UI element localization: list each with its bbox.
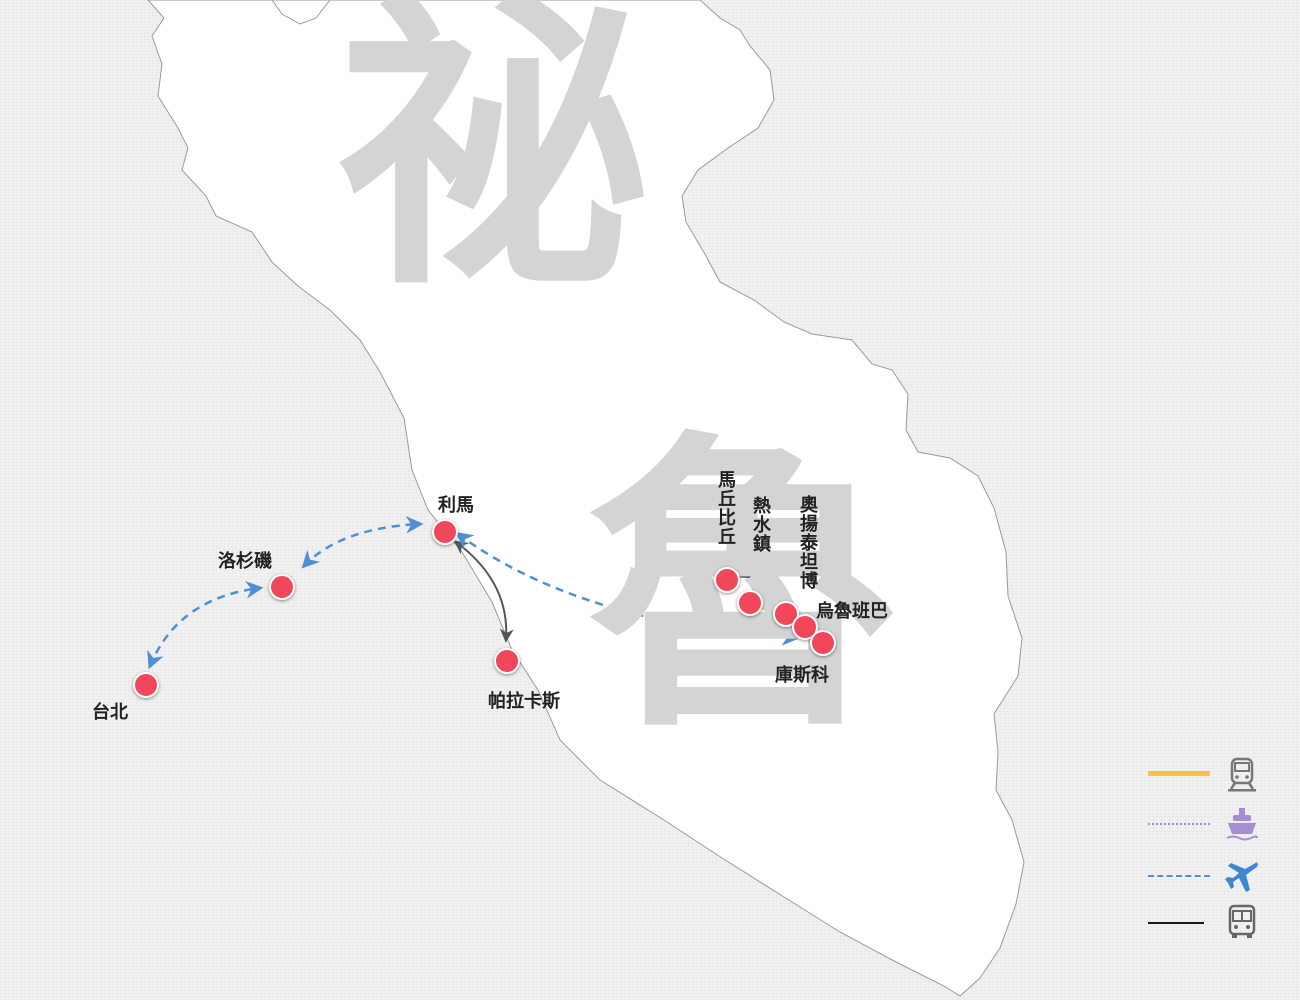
airplane-icon bbox=[1225, 862, 1258, 892]
city-label-urubamba: 烏魯班巴 bbox=[816, 601, 888, 622]
ship-icon bbox=[1226, 808, 1258, 841]
city-marker-taipei[interactable] bbox=[133, 672, 159, 698]
legend-row-cruise bbox=[1148, 804, 1268, 844]
city-label-taipei: 台北 bbox=[92, 702, 128, 723]
peru-landmass bbox=[147, 0, 1025, 997]
legend-row-train bbox=[1148, 754, 1268, 794]
legend-row-bus bbox=[1148, 902, 1268, 942]
city-marker-paracas[interactable] bbox=[494, 648, 520, 674]
city-label-paracas: 帕拉卡斯 bbox=[488, 691, 560, 712]
legend-line-flight bbox=[1148, 875, 1210, 877]
city-label-machu-picchu: 馬丘比丘 bbox=[715, 470, 736, 546]
city-marker-cusco[interactable] bbox=[810, 630, 836, 656]
country-name-char-1: 祕 bbox=[338, 0, 648, 327]
flight-route-los-angeles-lima bbox=[301, 515, 424, 569]
city-marker-lima[interactable] bbox=[432, 519, 458, 545]
train-icon bbox=[1228, 757, 1256, 792]
legend-row-flight bbox=[1148, 856, 1268, 896]
city-label-aguas-calientes: 熱水鎮 bbox=[750, 496, 771, 553]
city-marker-aguas-calientes[interactable] bbox=[737, 590, 763, 616]
legend-line-cruise bbox=[1148, 823, 1210, 825]
legend-line-bus bbox=[1148, 922, 1204, 924]
city-label-ollantaytambo: 奧揚泰坦博 bbox=[797, 495, 818, 590]
city-label-los-angeles: 洛杉磯 bbox=[218, 551, 272, 572]
north-coastline-detail bbox=[271, 0, 331, 25]
bus-icon bbox=[1228, 904, 1256, 938]
flight-route-taipei-los-angeles bbox=[147, 581, 264, 670]
country-name-char-2: 魯 bbox=[588, 408, 898, 769]
legend-line-train bbox=[1148, 771, 1210, 776]
city-label-cusco: 庫斯科 bbox=[775, 665, 829, 686]
city-marker-machu-picchu[interactable] bbox=[714, 567, 740, 593]
city-marker-los-angeles[interactable] bbox=[269, 574, 295, 600]
city-label-lima: 利馬 bbox=[438, 495, 474, 516]
